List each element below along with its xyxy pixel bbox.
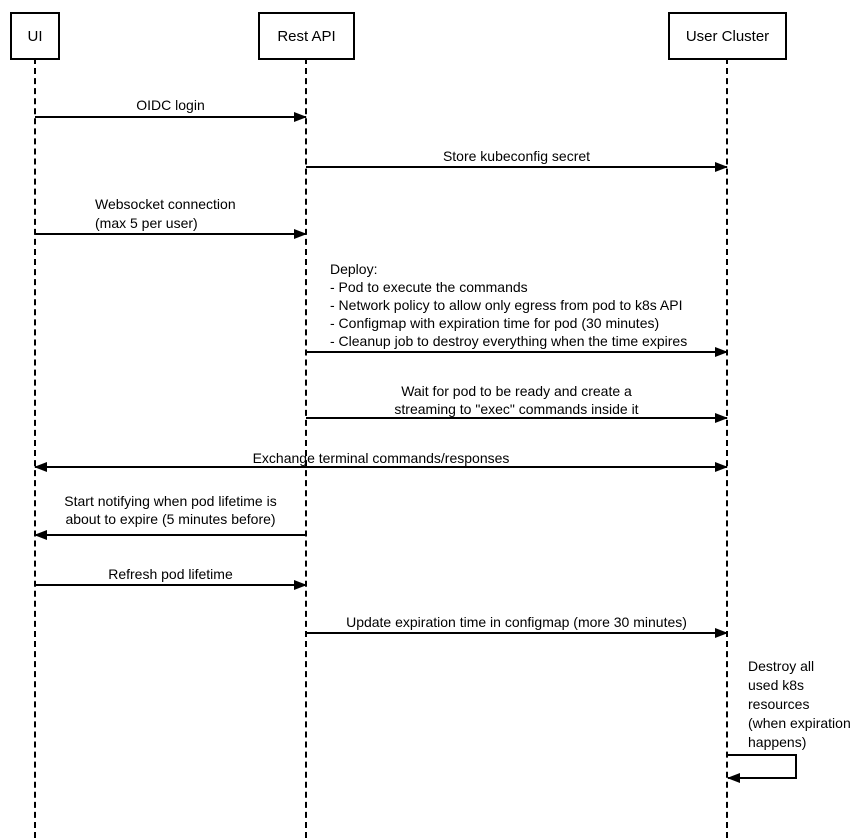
- message-deploy-line3: - Network policy to allow only egress fr…: [330, 297, 683, 313]
- message-destroy-line4: (when expiration: [748, 715, 851, 731]
- self-loop-top-segment: [727, 754, 797, 756]
- message-websocket-line2: (max 5 per user): [95, 215, 198, 231]
- arrow-wait: [306, 413, 728, 423]
- message-exchange-label: Exchange terminal commands/responses: [252, 450, 510, 466]
- arrow-update-expiration: [306, 628, 728, 638]
- actor-ui-label: UI: [27, 27, 43, 45]
- arrow-notify: [34, 530, 306, 540]
- message-deploy-label: Deploy: - Pod to execute the commands - …: [330, 260, 687, 350]
- actor-user-cluster-label: User Cluster: [685, 27, 770, 45]
- arrowhead-right-icon: [294, 112, 307, 122]
- arrow-exchange: [34, 462, 728, 472]
- actor-ui: UI: [10, 12, 60, 60]
- self-loop-bottom-arrow: [727, 773, 797, 783]
- arrowhead-right-icon: [715, 347, 728, 357]
- arrowhead-right-icon: [715, 413, 728, 423]
- message-oidc-login-label: OIDC login: [136, 97, 205, 113]
- message-websocket-line1: Websocket connection: [95, 196, 236, 212]
- actor-user-cluster: User Cluster: [668, 12, 787, 60]
- message-destroy-line5: happens): [748, 734, 807, 750]
- arrowhead-right-icon: [715, 462, 728, 472]
- message-store-kubeconfig-label: Store kubeconfig secret: [442, 148, 591, 164]
- actor-rest-api: Rest API: [258, 12, 355, 60]
- message-websocket-label: Websocket connection (max 5 per user): [95, 195, 236, 233]
- message-wait-label: Wait for pod to be ready and create a st…: [306, 382, 727, 418]
- message-notify-line2: about to expire (5 minutes before): [65, 511, 276, 527]
- message-wait-line1: Wait for pod to be ready and create a: [401, 383, 632, 399]
- message-deploy-line1: Deploy:: [330, 261, 378, 277]
- arrowhead-right-icon: [715, 162, 728, 172]
- arrow-deploy: [306, 347, 728, 357]
- message-deploy-line2: - Pod to execute the commands: [330, 279, 528, 295]
- message-destroy-line2: used k8s: [748, 677, 805, 693]
- lifeline-user-cluster: [726, 58, 728, 838]
- arrow-websocket: [35, 229, 307, 239]
- arrowhead-left-icon: [34, 462, 47, 472]
- message-destroy-label: Destroy all used k8s resources (when exp…: [748, 657, 866, 752]
- message-refresh-label: Refresh pod lifetime: [108, 566, 233, 582]
- self-loop-right-segment: [795, 754, 797, 779]
- message-destroy-line3: resources: [748, 696, 810, 712]
- arrowhead-left-icon: [34, 530, 47, 540]
- message-notify-label: Start notifying when pod lifetime is abo…: [35, 492, 306, 528]
- message-deploy-line5: - Cleanup job to destroy everything when…: [330, 333, 688, 349]
- arrowhead-left-icon: [727, 773, 740, 783]
- arrowhead-right-icon: [715, 628, 728, 638]
- arrow-oidc-login: [35, 112, 307, 122]
- arrowhead-right-icon: [294, 580, 307, 590]
- lifeline-rest-api: [305, 58, 307, 838]
- message-notify-line1: Start notifying when pod lifetime is: [64, 493, 277, 509]
- message-wait-line2: streaming to "exec" commands inside it: [394, 401, 639, 417]
- arrow-refresh: [35, 580, 307, 590]
- message-update-expiration-label: Update expiration time in configmap (mor…: [346, 614, 687, 630]
- arrowhead-right-icon: [294, 229, 307, 239]
- message-deploy-line4: - Configmap with expiration time for pod…: [330, 315, 660, 331]
- lifeline-ui: [34, 58, 36, 838]
- message-destroy-line1: Destroy all: [748, 658, 815, 674]
- arrow-store-kubeconfig: [306, 162, 728, 172]
- actor-rest-api-label: Rest API: [277, 27, 336, 45]
